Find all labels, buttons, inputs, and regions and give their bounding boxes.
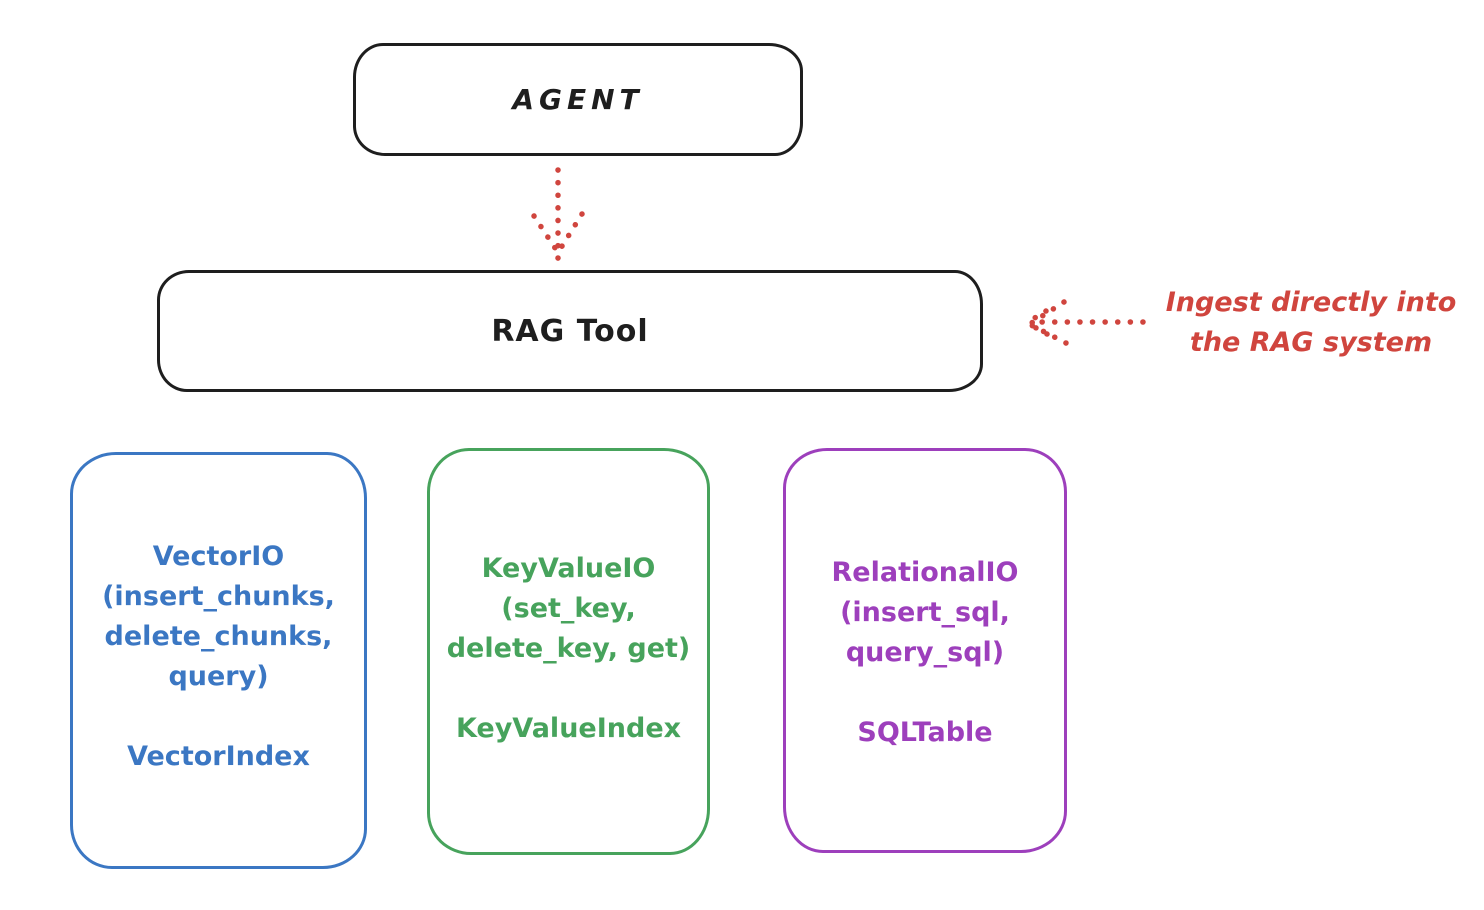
- relational-io-node: RelationalIO (insert_sql, query_sql) SQL…: [783, 448, 1067, 853]
- ingest-annotation-line1: Ingest directly into: [1165, 287, 1457, 318]
- vector-io-api-line: delete_chunks,: [104, 621, 333, 652]
- vector-io-api-line: VectorIO: [152, 541, 285, 572]
- keyvalue-io-index-label: KeyValueIndex: [455, 713, 682, 744]
- keyvalue-io-content: KeyValueIO (set_key, delete_key, get) Ke…: [430, 451, 707, 749]
- vector-io-node: VectorIO (insert_chunks, delete_chunks, …: [70, 452, 367, 869]
- relational-io-index-label: SQLTable: [857, 717, 993, 748]
- rag-tool-node-label: RAG Tool: [491, 313, 649, 349]
- keyvalue-io-api-line: delete_key, get): [446, 633, 691, 664]
- keyvalue-io-api-line: KeyValueIO: [481, 553, 656, 584]
- agent-node: AGENT: [353, 43, 803, 156]
- agent-to-ragtool-arrow: [531, 167, 585, 262]
- annotation-to-ragtool-arrow: [1025, 299, 1146, 346]
- relational-io-api-line: (insert_sql,: [840, 597, 1010, 628]
- vector-io-index-label: VectorIndex: [127, 741, 310, 772]
- vector-io-content: VectorIO (insert_chunks, delete_chunks, …: [73, 455, 364, 777]
- vector-io-api-line: query): [168, 661, 269, 692]
- keyvalue-io-api-line: (set_key,: [501, 593, 636, 624]
- vector-io-api-line: (insert_chunks,: [102, 581, 335, 612]
- rag-tool-node: RAG Tool: [157, 270, 983, 392]
- keyvalue-io-node: KeyValueIO (set_key, delete_key, get) Ke…: [427, 448, 710, 855]
- ingest-annotation: Ingest directly into the RAG system: [1138, 283, 1484, 363]
- relational-io-api-line: RelationalIO: [831, 557, 1019, 588]
- agent-node-label: AGENT: [512, 83, 644, 116]
- ingest-annotation-line2: the RAG system: [1189, 327, 1433, 358]
- relational-io-content: RelationalIO (insert_sql, query_sql) SQL…: [786, 451, 1064, 753]
- relational-io-api-line: query_sql): [845, 637, 1005, 668]
